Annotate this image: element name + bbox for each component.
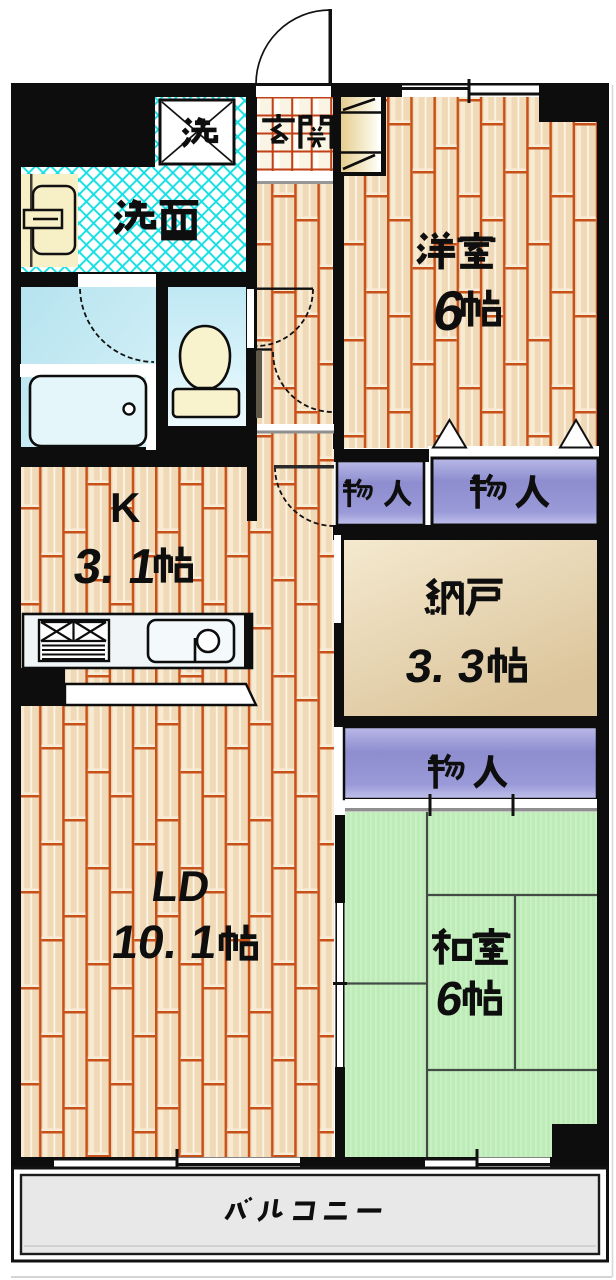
svg-text:3. 3: 3. 3 — [402, 640, 488, 693]
svg-text:3. 1: 3. 1 — [70, 539, 159, 594]
svg-text:LD: LD — [149, 863, 213, 911]
svg-text:K: K — [110, 484, 140, 531]
svg-text:10. 1: 10. 1 — [108, 916, 220, 969]
